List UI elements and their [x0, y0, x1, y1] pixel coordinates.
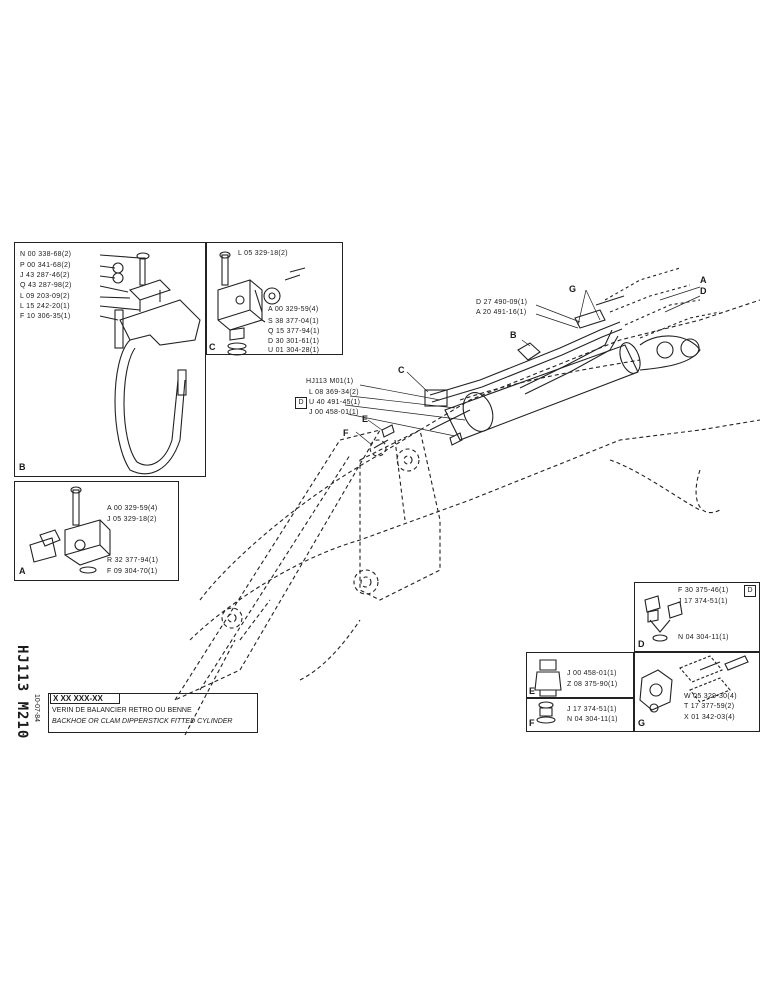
panel-d-part: J 17 374-51(1)	[678, 598, 728, 605]
title-french: VERIN DE BALANCIER RETRO OU BENNE	[52, 707, 192, 714]
panel-a-part: F 09 304-70(1)	[107, 568, 158, 575]
pipe-part: D 27 490-09(1)	[476, 299, 528, 306]
panel-b-part: J 43 287-46(2)	[20, 272, 70, 279]
panel-f-letter: F	[529, 718, 535, 728]
boom-plates	[353, 429, 441, 601]
panel-c-part: S 38 377-04(1)	[268, 318, 319, 325]
panel-b-frame	[14, 242, 206, 477]
drawing-number: HJ113 M210	[14, 645, 30, 740]
boom-outline	[189, 299, 761, 681]
cylinder-part: HJ113 M01(1)	[306, 378, 354, 385]
panel-e-letter: E	[529, 686, 536, 696]
panel-f-part: N 04 304-11(1)	[567, 716, 618, 723]
callout-g: G	[569, 284, 577, 294]
fitted-cylinder	[429, 335, 701, 441]
panel-c-part: A 00 329-59(4)	[268, 306, 319, 313]
panel-c-top-part: L 05 329-18(2)	[238, 250, 288, 257]
panel-b-part: F 10 306-35(1)	[20, 313, 71, 320]
panel-a-drawing	[29, 486, 111, 574]
callout-d: D	[700, 286, 707, 296]
panel-b-letter: B	[19, 462, 26, 472]
callout-e: E	[362, 414, 369, 424]
panel-g-drawing	[639, 655, 749, 713]
panel-b-part: N 00 338-68(2)	[20, 251, 72, 258]
panel-d-ref-box: D	[744, 585, 756, 597]
panel-d-part: N 04 304-11(1)	[678, 634, 729, 641]
leader-lines	[344, 286, 701, 446]
cylinder-part: L 08 369-34(2)	[309, 389, 359, 396]
title-english: BACKHOE OR CLAM DIPPERSTICK FITTED CYLIN…	[52, 718, 233, 725]
panel-a-part: A 00 329-59(4)	[107, 505, 158, 512]
panel-b-part: L 15 242-20(1)	[20, 303, 70, 310]
panel-g-frame	[634, 652, 760, 732]
panel-e-part: Z 08 375-90(1)	[567, 681, 618, 688]
panel-b-part: Q 43 287-98(2)	[20, 282, 72, 289]
panel-c-part: U 01 304-28(1)	[268, 347, 320, 354]
panel-c-letter: C	[209, 342, 216, 352]
panel-a-part: J 05 329-18(2)	[107, 516, 157, 523]
panel-f-frame	[526, 698, 634, 732]
panel-b-part: L 09 203-09(2)	[20, 293, 70, 300]
panel-a-letter: A	[19, 566, 26, 576]
panel-d-drawing	[644, 595, 683, 642]
panel-c-part: Q 15 377-94(1)	[268, 328, 320, 335]
panel-b-part: P 00 341-68(2)	[20, 262, 71, 269]
fitting-e-f	[373, 424, 463, 449]
panel-f-drawing	[536, 701, 556, 724]
pipe-part: A 20 491-16(1)	[476, 309, 527, 316]
cylinder-part: J 00 458-01(1)	[309, 409, 359, 416]
title-code-box: X XX XXX-XX	[50, 693, 120, 704]
panel-e-part: J 00 458-01(1)	[567, 670, 617, 677]
panel-f-part: J 17 374-51(1)	[567, 706, 617, 713]
panel-c-drawing	[217, 251, 306, 356]
panel-d-frame	[634, 582, 760, 652]
title-block	[48, 693, 258, 733]
panel-d-part: F 30 375-46(1)	[678, 587, 729, 594]
panel-e-frame	[526, 652, 634, 698]
panel-g-part: T 17 377-59(2)	[684, 703, 735, 710]
panel-a-part: R 32 377-94(1)	[107, 557, 159, 564]
panel-b-drawing	[99, 252, 201, 475]
callout-b: B	[510, 330, 517, 340]
panel-a-frame	[14, 481, 179, 581]
cylinder-part: U 40 491-45(1)	[309, 399, 361, 406]
flexible-hoses	[604, 267, 721, 339]
panel-d-letter: D	[638, 639, 645, 649]
panel-c-part: D 30 301-61(1)	[268, 338, 320, 345]
callout-f: F	[343, 428, 349, 438]
drawing-date: 10-07-84	[33, 694, 40, 723]
panel-g-part: W 05 329-30(4)	[684, 693, 737, 700]
panel-g-part: X 01 342-03(4)	[684, 714, 735, 721]
dipperstick-outline	[173, 429, 382, 736]
panel-g-letter: G	[638, 718, 646, 728]
panel-c-frame	[206, 242, 343, 355]
d-ref-box: D	[295, 397, 307, 409]
callout-c: C	[398, 365, 405, 375]
panel-e-drawing	[534, 659, 562, 697]
callout-a: A	[700, 275, 707, 285]
